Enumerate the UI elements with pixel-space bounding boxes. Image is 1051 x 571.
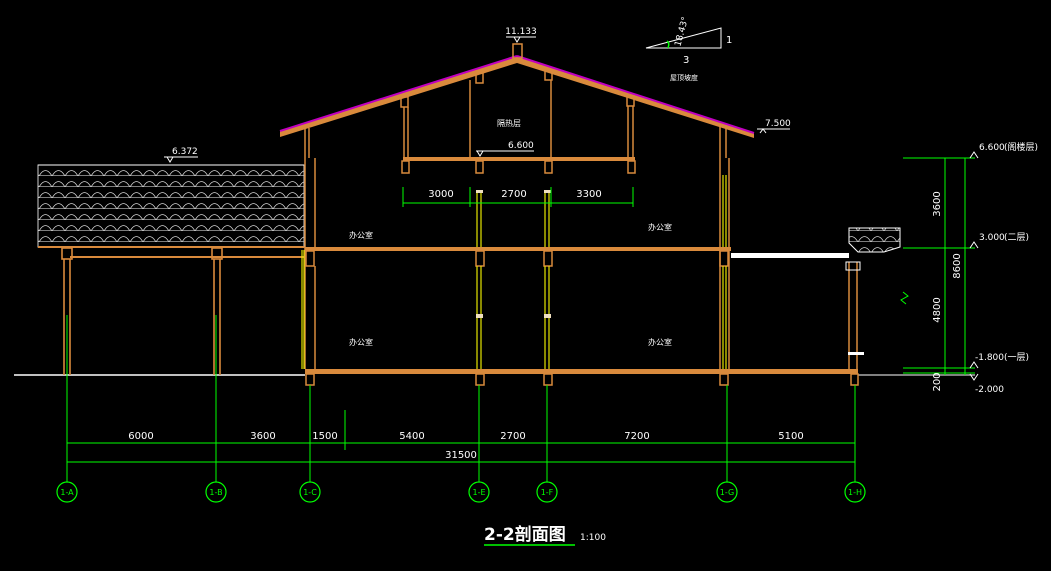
svg-text:11.133: 11.133 bbox=[505, 27, 537, 37]
svg-text:2700: 2700 bbox=[500, 431, 525, 442]
svg-text:1-E: 1-E bbox=[472, 488, 485, 497]
svg-text:3300: 3300 bbox=[576, 189, 601, 200]
svg-text:5400: 5400 bbox=[399, 431, 424, 442]
attic-label: 隔热层 bbox=[497, 118, 521, 128]
level-mark-first: -1.800 (一层) bbox=[969, 352, 1029, 369]
svg-text:(二层): (二层) bbox=[1004, 232, 1029, 243]
level-mark-ground: -2.000 bbox=[969, 373, 1004, 395]
svg-text:屋顶坡度: 屋顶坡度 bbox=[670, 73, 698, 82]
svg-text:(一层): (一层) bbox=[1004, 352, 1029, 363]
room-labels: 隔热层 办公室 办公室 办公室 办公室 bbox=[349, 118, 672, 347]
svg-text:2700: 2700 bbox=[501, 189, 526, 200]
floors bbox=[305, 157, 858, 374]
right-canopy bbox=[731, 227, 901, 355]
svg-text:6000: 6000 bbox=[128, 431, 153, 442]
svg-text:1-H: 1-H bbox=[848, 488, 862, 497]
vertical-dimensions bbox=[900, 157, 975, 375]
roof-struts bbox=[304, 69, 727, 158]
attic-floor-elevation: 6.600 bbox=[476, 141, 534, 157]
vertical-dim-text: 3600 4800 8600 200 bbox=[932, 191, 963, 391]
svg-text:1-B: 1-B bbox=[209, 488, 222, 497]
svg-text:1-A: 1-A bbox=[60, 488, 74, 497]
svg-text:3600: 3600 bbox=[932, 191, 943, 216]
svg-text:5100: 5100 bbox=[778, 431, 803, 442]
lower-dim-text: 6000 3600 1500 5400 2700 7200 5100 31500 bbox=[128, 431, 803, 461]
svg-text:3600: 3600 bbox=[250, 431, 275, 442]
svg-text:(阁楼层): (阁楼层) bbox=[1004, 141, 1038, 153]
svg-text:18.43°: 18.43° bbox=[674, 16, 691, 48]
svg-text:7.500: 7.500 bbox=[765, 119, 791, 129]
svg-text:6.600: 6.600 bbox=[508, 141, 534, 151]
upper-dimension-chain: 3000 2700 3300 bbox=[402, 187, 634, 207]
svg-text:6.372: 6.372 bbox=[172, 147, 198, 157]
axis-lines bbox=[66, 315, 856, 482]
svg-text:1500: 1500 bbox=[312, 431, 337, 442]
walls bbox=[304, 158, 858, 369]
svg-text:1-C: 1-C bbox=[303, 488, 317, 497]
axis-labels: 1-A 1-B 1-C 1-E 1-F 1-G 1-H bbox=[60, 488, 862, 497]
svg-text:8600: 8600 bbox=[952, 253, 963, 278]
svg-text:1-G: 1-G bbox=[720, 488, 734, 497]
svg-text:-1.800: -1.800 bbox=[975, 353, 1004, 363]
total-dimension: 31500 bbox=[445, 450, 477, 461]
porch-posts bbox=[61, 247, 223, 375]
svg-text:1:100: 1:100 bbox=[580, 533, 606, 543]
office-2f-left-label: 办公室 bbox=[349, 230, 373, 240]
svg-text:1: 1 bbox=[726, 35, 732, 46]
ridge-elevation: 11.133 bbox=[505, 27, 537, 43]
svg-text:3000: 3000 bbox=[428, 189, 453, 200]
eave-elevation: 7.500 bbox=[757, 119, 791, 134]
porch-elevation: 6.372 bbox=[164, 147, 198, 163]
lower-dimension-chain bbox=[67, 442, 855, 463]
svg-text:6.600: 6.600 bbox=[979, 143, 1005, 153]
window-sills bbox=[476, 190, 551, 318]
drawing-title: 2-2剖面图 1:100 bbox=[484, 524, 606, 546]
porch-roof bbox=[37, 164, 305, 258]
office-1f-left-label: 办公室 bbox=[349, 337, 373, 347]
svg-text:2-2剖面图: 2-2剖面图 bbox=[484, 524, 566, 545]
level-mark-second: 3.000 (二层) bbox=[969, 232, 1029, 249]
svg-text:7200: 7200 bbox=[624, 431, 649, 442]
svg-text:1-F: 1-F bbox=[541, 488, 554, 497]
svg-text:4800: 4800 bbox=[932, 297, 943, 322]
svg-text:3: 3 bbox=[683, 55, 689, 66]
svg-text:3.000: 3.000 bbox=[979, 233, 1005, 243]
office-2f-right-label: 办公室 bbox=[648, 222, 672, 232]
svg-text:200: 200 bbox=[932, 372, 943, 391]
svg-text:-2.000: -2.000 bbox=[975, 385, 1004, 395]
axis-bubbles bbox=[56, 481, 866, 503]
roof-slope-diagram: 18.43° 1 3 屋顶坡度 bbox=[645, 16, 732, 82]
office-1f-right-label: 办公室 bbox=[648, 337, 672, 347]
main-roof bbox=[279, 43, 755, 138]
level-mark-attic: 6.600 (阁楼层) bbox=[969, 141, 1038, 159]
